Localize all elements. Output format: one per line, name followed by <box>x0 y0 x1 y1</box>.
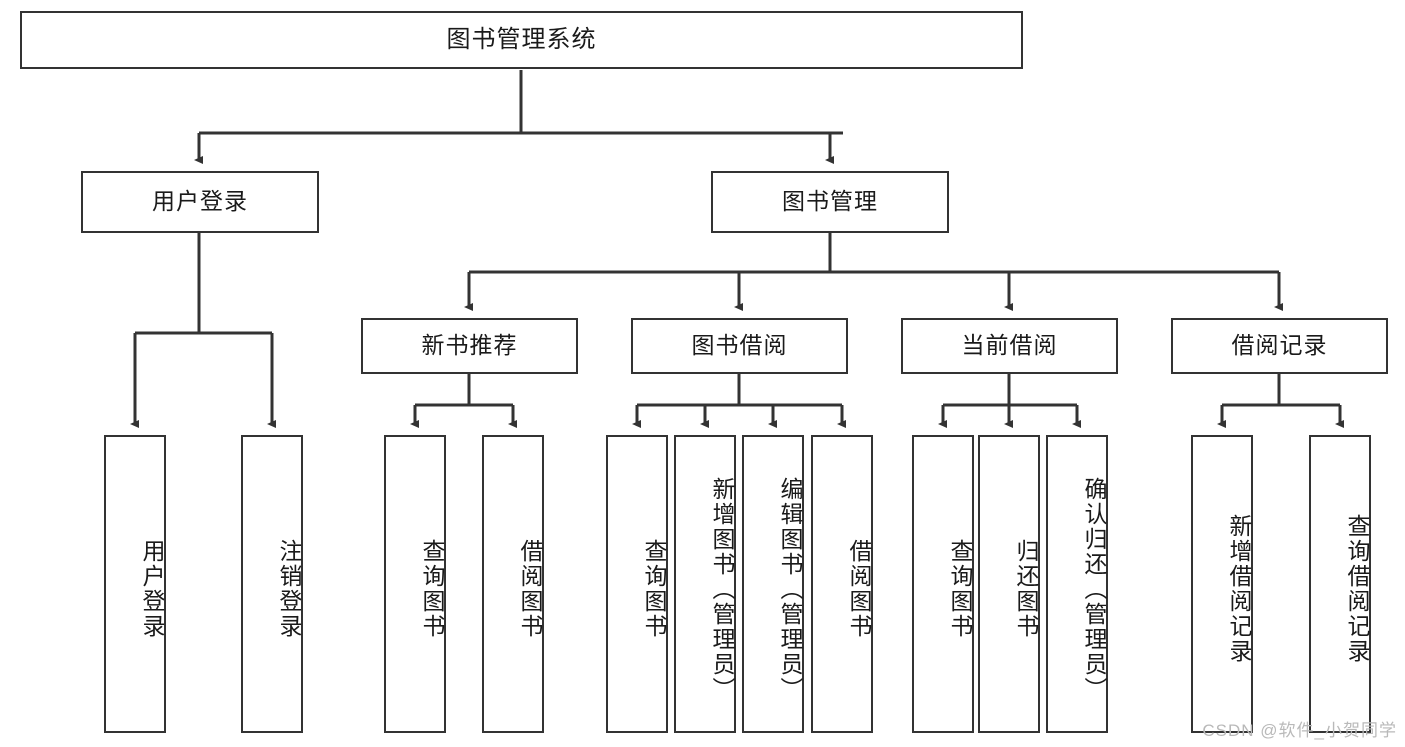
node-label: 新增借阅记录 <box>1226 514 1252 664</box>
node-label: 用户登录 <box>152 188 248 215</box>
node-new-book-recommend[interactable]: 新书推荐 <box>361 318 578 374</box>
node-label: 用户登录 <box>139 539 165 639</box>
node-label: 查询图书 <box>947 539 973 639</box>
node-book-management[interactable]: 图书管理 <box>711 171 949 233</box>
node-label: 新增图书（管理员） <box>709 476 735 702</box>
leaf-current-borrow-query[interactable]: 查询图书 <box>912 435 974 733</box>
leaf-book-borrow-borrow[interactable]: 借阅图书 <box>811 435 873 733</box>
node-current-borrow[interactable]: 当前借阅 <box>901 318 1118 374</box>
leaf-current-borrow-return[interactable]: 归还图书 <box>978 435 1040 733</box>
node-borrow-record[interactable]: 借阅记录 <box>1171 318 1388 374</box>
node-label: 确认归还（管理员） <box>1081 476 1107 702</box>
node-label: 借阅图书 <box>517 539 543 639</box>
node-label: 查询借阅记录 <box>1344 514 1370 664</box>
leaf-current-borrow-confirm-return[interactable]: 确认归还（管理员） <box>1046 435 1108 733</box>
leaf-user-login-logout[interactable]: 注销登录 <box>241 435 303 733</box>
node-label: 图书管理 <box>782 188 878 215</box>
node-label: 归还图书 <box>1013 539 1039 639</box>
node-label: 借阅图书 <box>846 539 872 639</box>
node-label: 图书管理系统 <box>446 25 597 53</box>
node-label: 注销登录 <box>276 539 302 639</box>
leaf-user-login-login[interactable]: 用户登录 <box>104 435 166 733</box>
leaf-book-borrow-edit[interactable]: 编辑图书（管理员） <box>742 435 804 733</box>
node-label: 图书借阅 <box>691 332 788 359</box>
leaf-new-book-borrow[interactable]: 借阅图书 <box>482 435 544 733</box>
node-book-borrow[interactable]: 图书借阅 <box>631 318 848 374</box>
node-root-system[interactable]: 图书管理系统 <box>20 11 1023 69</box>
node-label: 借阅记录 <box>1231 332 1328 359</box>
node-label: 新书推荐 <box>421 332 518 359</box>
node-label: 查询图书 <box>419 539 445 639</box>
leaf-new-book-query[interactable]: 查询图书 <box>384 435 446 733</box>
leaf-borrow-record-add[interactable]: 新增借阅记录 <box>1191 435 1253 733</box>
leaf-borrow-record-query[interactable]: 查询借阅记录 <box>1309 435 1371 733</box>
node-label: 查询图书 <box>641 539 667 639</box>
watermark: CSDN @软件_小贺同学 <box>1202 721 1397 740</box>
node-label: 当前借阅 <box>961 332 1058 359</box>
leaf-book-borrow-add[interactable]: 新增图书（管理员） <box>674 435 736 733</box>
node-user-login[interactable]: 用户登录 <box>81 171 319 233</box>
leaf-book-borrow-query[interactable]: 查询图书 <box>606 435 668 733</box>
node-label: 编辑图书（管理员） <box>777 476 803 702</box>
